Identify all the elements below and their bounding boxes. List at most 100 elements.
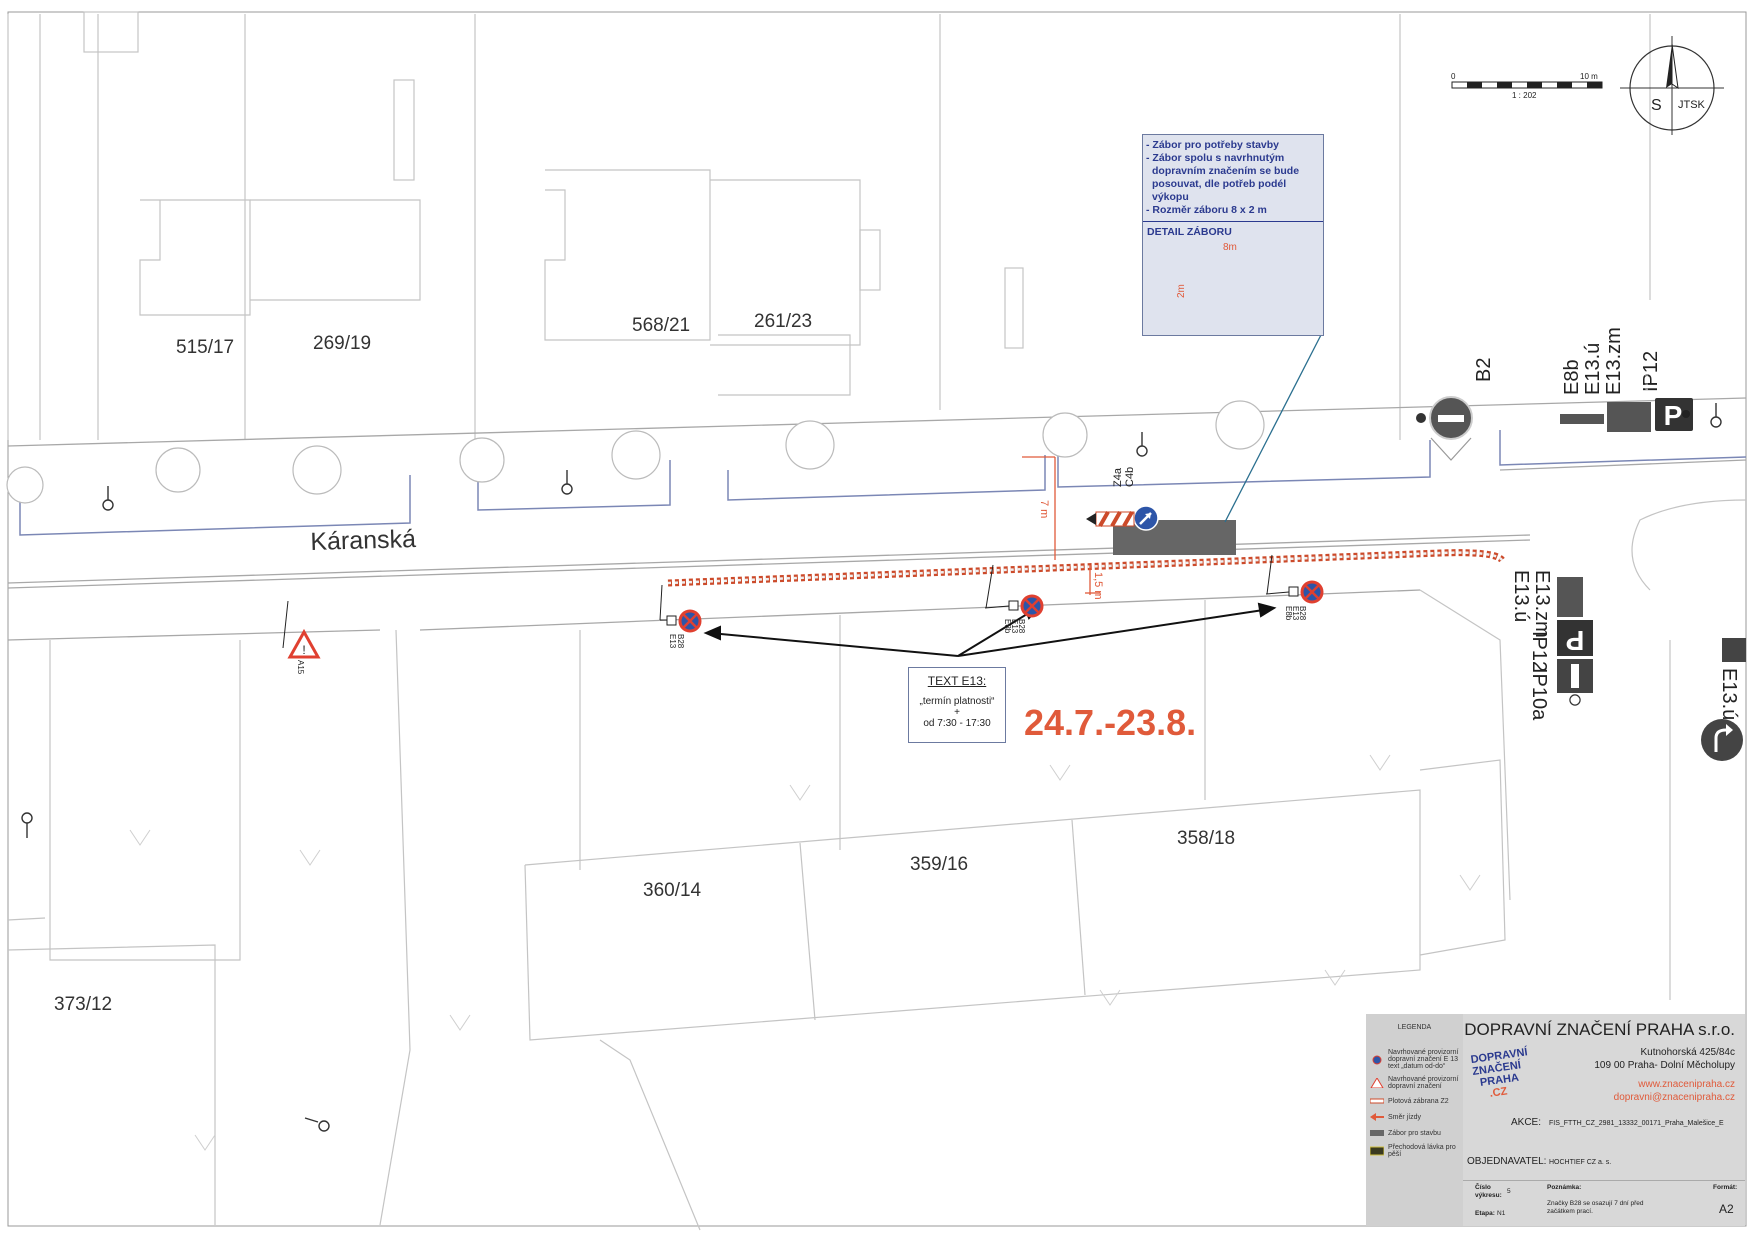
legend-item-label: Přechodová lávka pro pěší bbox=[1388, 1144, 1456, 1158]
north-arrow bbox=[1620, 36, 1724, 135]
ip12-sign-top: P bbox=[1560, 398, 1693, 432]
scale-max: 10 m bbox=[1580, 72, 1598, 81]
building-outlines bbox=[7, 11, 1651, 440]
note-line: - Zábor spolu s navrhnutým bbox=[1146, 152, 1285, 164]
legend-item-label: Zábor pro stavbu bbox=[1388, 1129, 1441, 1137]
legend-item: Směr jízdy bbox=[1370, 1112, 1459, 1122]
b28-signs bbox=[659, 554, 1324, 633]
note-leader-line bbox=[1224, 332, 1323, 523]
scale-zero: 0 bbox=[1451, 72, 1456, 81]
sign-label-a15: A15 bbox=[296, 660, 305, 675]
a15-sign: ! bbox=[282, 600, 321, 659]
sign-label-e13u-edge: E13.ú bbox=[1718, 668, 1740, 721]
occupation-icon bbox=[1370, 1130, 1384, 1136]
legend-item-label: Navrhované provizorní dopravní značení bbox=[1388, 1076, 1459, 1090]
detail-height-label: 2m bbox=[1176, 284, 1187, 298]
company-email: dopravni@znacenipraha.cz bbox=[1613, 1092, 1735, 1103]
b2-sign bbox=[1416, 396, 1473, 461]
text-e13-line: + bbox=[954, 707, 960, 718]
note-line: dopravním značením se bude bbox=[1152, 165, 1300, 177]
objednavatel-label: OBJEDNAVATEL: bbox=[1467, 1156, 1547, 1167]
occupation-note-box: - Zábor pro potřeby stavby - Zábor spolu… bbox=[1142, 134, 1324, 336]
legend-item-label: Navrhované provizorní dopravní značení E… bbox=[1388, 1049, 1459, 1070]
parcel-label: 360/14 bbox=[643, 880, 702, 901]
sign-label-e13zm-side: E13.zm bbox=[1531, 570, 1553, 638]
parcel-label: 373/12 bbox=[54, 994, 113, 1015]
sheet-frame bbox=[7, 11, 1747, 1227]
legend-item: Zábor pro stavbu bbox=[1370, 1128, 1459, 1138]
sign-label-e13u: E13.ú bbox=[1582, 342, 1604, 395]
cislo-value: 5 bbox=[1507, 1188, 1511, 1195]
legend-item: Navrhované provizorní dopravní značení bbox=[1370, 1076, 1459, 1090]
parcel-label: 261/23 bbox=[754, 311, 813, 332]
direction-arrow-icon bbox=[1370, 1113, 1384, 1121]
note-lines: - Zábor pro potřeby stavby - Zábor spolu… bbox=[1143, 135, 1323, 221]
format-label: Formát: bbox=[1713, 1184, 1738, 1191]
address-line: 109 00 Praha- Dolní Měcholupy bbox=[1594, 1060, 1735, 1071]
legend-item: Plotová zábrana Z2 bbox=[1370, 1096, 1459, 1106]
warning-sign-icon bbox=[1370, 1078, 1384, 1088]
fence-barrier-inner bbox=[667, 551, 1503, 585]
company-website: www.znacenipraha.cz bbox=[1638, 1079, 1735, 1090]
legend-item-label: Plotová zábrana Z2 bbox=[1388, 1097, 1449, 1105]
parcel-label: 568/21 bbox=[632, 315, 691, 336]
parcel-label: 515/17 bbox=[176, 337, 235, 358]
street-lines bbox=[7, 397, 1747, 641]
svg-text:P: P bbox=[1566, 625, 1585, 656]
sign-label-e8b-right: E8b bbox=[1284, 606, 1293, 621]
planter-curbs bbox=[19, 430, 1747, 536]
street-name: Káranská bbox=[310, 525, 417, 556]
temporary-sign-icon bbox=[1372, 1055, 1382, 1064]
detail-title: DETAIL ZÁBORU bbox=[1143, 221, 1323, 243]
title-block: DOPRAVNÍ ZNAČENÍ PRAHA s.r.o. Kutnohorsk… bbox=[1463, 1014, 1745, 1226]
b28-sign-middle bbox=[984, 564, 1044, 618]
turn-sign-right bbox=[1701, 638, 1746, 761]
format-value: A2 bbox=[1719, 1202, 1734, 1216]
sign-label-ip12-side: IP12 bbox=[1528, 631, 1550, 673]
note-line: posouvat, dle potřeb podél výkopu bbox=[1152, 178, 1287, 203]
parcel-label: 269/19 bbox=[313, 333, 372, 354]
dimension-lines bbox=[1022, 456, 1100, 595]
company-address: Kutnohorská 425/84c 109 00 Praha- Dolní … bbox=[1594, 1046, 1735, 1072]
svg-text:P: P bbox=[1664, 400, 1683, 431]
b28-sign-right bbox=[1265, 554, 1324, 604]
akce-value: FIS_FTTH_CZ_2981_13332_00171_Praha_Maleš… bbox=[1549, 1120, 1724, 1127]
text-e13-line: „termín platnosti“ bbox=[919, 696, 995, 707]
fence-barrier bbox=[667, 549, 1505, 587]
poznamka-value: Značky B28 se osazují 7 dní před začátke… bbox=[1547, 1200, 1644, 1215]
sign-label-e13zm: E13.zm bbox=[1603, 327, 1625, 395]
legend-item-label: Směr jízdy bbox=[1388, 1113, 1422, 1121]
scale-bar bbox=[1451, 81, 1603, 89]
sign-label-e13u-side: E13.ú bbox=[1510, 570, 1532, 623]
company-name: DOPRAVNÍ ZNAČENÍ PRAHA s.r.o. bbox=[1464, 1020, 1735, 1039]
text-e13-box: TEXT E13: „termín platnosti“ + od 7:30 -… bbox=[908, 667, 1006, 743]
b28-sign-left bbox=[659, 584, 702, 633]
dimension-road-width: 7 m bbox=[1038, 500, 1050, 519]
parcel-label: 358/18 bbox=[1177, 828, 1236, 849]
sign-reserve-text: RESERVÉ bbox=[1644, 373, 1649, 393]
poznamka-label: Poznámka: bbox=[1547, 1184, 1582, 1191]
sign-label-b28-left: B28 bbox=[676, 634, 685, 649]
ground-hatch-symbols bbox=[129, 754, 1481, 1151]
etapa-label: Etapa: bbox=[1475, 1210, 1495, 1217]
sign-label-c4b: C4b bbox=[1124, 466, 1136, 487]
footbridge-icon bbox=[1370, 1146, 1384, 1156]
legend-item: Navrhované provizorní dopravní značení E… bbox=[1370, 1049, 1459, 1070]
note-line: - Rozměr záboru 8 x 2 m bbox=[1146, 204, 1267, 216]
legend-panel: LEGENDA Navrhované provizorní dopravní z… bbox=[1366, 1014, 1463, 1226]
note-line: - Zábor pro potřeby stavby bbox=[1146, 139, 1280, 151]
sign-label-z4a: Z4a bbox=[1112, 468, 1124, 487]
ip12-sign-side: P bbox=[1557, 577, 1593, 706]
company-contacts: www.znacenipraha.cz dopravni@znaceniprah… bbox=[1614, 1078, 1735, 1104]
text-e13-line: od 7:30 - 17:30 bbox=[923, 718, 991, 729]
dimension-offset: 1,5 m bbox=[1092, 572, 1104, 600]
text-e13-heading: TEXT E13: bbox=[927, 674, 987, 688]
north-label: S bbox=[1651, 97, 1662, 114]
address-line: Kutnohorská 425/84c bbox=[1640, 1047, 1735, 1058]
title-block-divider bbox=[1463, 1180, 1745, 1181]
legend-title: LEGENDA bbox=[1397, 1024, 1432, 1031]
text-e13-arrows bbox=[703, 602, 1277, 657]
tree-symbols bbox=[6, 400, 1265, 504]
parcel-label: 359/16 bbox=[910, 854, 969, 875]
